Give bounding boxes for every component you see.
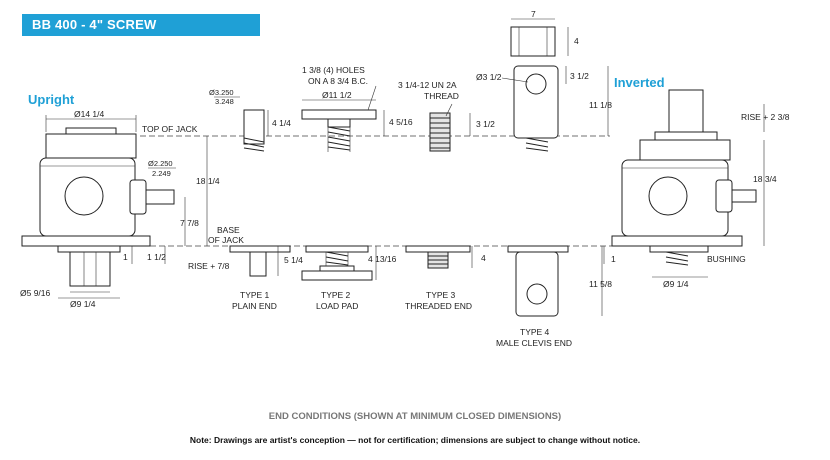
dim-thread-2: THREAD <box>424 91 459 101</box>
disclaimer-note: Note: Drawings are artist's conception —… <box>189 435 641 445</box>
type3-title: TYPE 3 <box>426 290 456 300</box>
type1-plain-end-bottom <box>229 245 291 277</box>
upright-input-shaft <box>145 189 175 205</box>
dim-d2-250: Ø2.250 <box>148 159 173 168</box>
dim-11-1-8: 11 1/8 <box>589 100 612 110</box>
type3-bottom-flange <box>405 245 471 253</box>
dim-w7: 7 <box>531 9 536 19</box>
dim-18-3-4: 18 3/4 <box>753 174 777 184</box>
dim-7-7-8: 7 7/8 <box>180 218 199 228</box>
base-of-jack-label-2: OF JACK <box>208 235 244 245</box>
dim-holes-1: 1 3/8 (4) HOLES <box>302 65 365 75</box>
dim-4-type3: 4 <box>481 253 486 263</box>
type2-load-pad-bottom <box>301 245 373 281</box>
type3-threaded-end-bottom <box>405 245 471 269</box>
type4-top-block <box>510 26 556 57</box>
inverted-label: Inverted <box>614 75 665 90</box>
dim-5-1-4: 5 1/4 <box>284 255 303 265</box>
dim-d9-1-4-left: Ø9 1/4 <box>70 299 96 309</box>
dim-3-1-2-thread: 3 1/2 <box>476 119 495 129</box>
dim-thread-1: 3 1/4-12 UN 2A <box>398 80 457 90</box>
dim-4-clevis: 4 <box>574 36 579 46</box>
inverted-cap <box>639 139 731 161</box>
type4-clevis-bottom <box>507 245 569 317</box>
dim-1-left: 1 <box>123 252 128 262</box>
dim-1-right: 1 <box>611 254 616 264</box>
bushing-label: BUSHING <box>707 254 746 264</box>
type2-bottom-flange <box>305 245 369 253</box>
type3-subtitle: THREADED END <box>405 301 472 311</box>
upright-jack <box>21 127 175 287</box>
type1-plain-end-top <box>243 109 265 152</box>
dim-1-1-2: 1 1/2 <box>147 252 166 262</box>
type3-top-thread <box>429 112 451 152</box>
type2-bottom-pad <box>301 270 373 281</box>
upright-cap <box>45 133 137 159</box>
page-title-banner: BB 400 - 4" SCREW <box>22 14 260 36</box>
type4-subtitle: MALE CLEVIS END <box>496 338 572 348</box>
type2-subtitle: LOAD PAD <box>316 301 358 311</box>
type4-top-clevis <box>513 65 559 139</box>
inverted-screw-top <box>668 89 704 133</box>
inverted-jack <box>611 89 757 266</box>
top-of-jack-label: TOP OF JACK <box>142 124 198 134</box>
type1-bottom-shaft <box>249 251 267 277</box>
inverted-input-shaft <box>731 189 757 203</box>
upright-gear-circle <box>64 176 104 216</box>
upright-worm-boss <box>129 179 147 215</box>
type2-top-pad <box>301 109 377 120</box>
type4-bottom-pin-hole <box>526 283 548 305</box>
dim-4-1-4: 4 1/4 <box>272 118 291 128</box>
dim-4-13-16: 4 13/16 <box>368 254 397 264</box>
type1-top-shaft <box>243 109 265 145</box>
dim-18-1-4: 18 1/4 <box>196 176 220 186</box>
dim-d3-1-2: Ø3 1/2 <box>476 72 502 82</box>
dim-d3-248: 3.248 <box>215 97 234 106</box>
end-conditions-caption: END CONDITIONS (SHOWN AT MINIMUM CLOSED … <box>268 411 562 422</box>
inverted-bushing <box>649 245 709 253</box>
upright-base-plate <box>21 235 151 247</box>
upright-top-collar <box>65 127 117 135</box>
type4-title: TYPE 4 <box>520 327 550 337</box>
type1-subtitle: PLAIN END <box>232 301 277 311</box>
type1-title: TYPE 1 <box>240 290 270 300</box>
type2-top-neck <box>327 118 351 128</box>
inverted-worm-boss <box>715 179 733 213</box>
type1-bottom-flange <box>229 245 291 253</box>
dim-d14-1-4: Ø14 1/4 <box>74 109 105 119</box>
dim-d5-9-16: Ø5 9/16 <box>20 288 51 298</box>
upright-label: Upright <box>28 92 75 107</box>
type2-title: TYPE 2 <box>321 290 351 300</box>
type3-threaded-end-top <box>429 112 451 152</box>
dim-holes-2: ON A 8 3/4 B.C. <box>308 76 368 86</box>
inverted-top-flange <box>654 131 718 141</box>
upright-bottom-flange <box>57 245 121 253</box>
dim-d9-1-4-right: Ø9 1/4 <box>663 279 689 289</box>
dim-d3-250: Ø3.250 <box>209 88 234 97</box>
type2-load-pad-top <box>301 109 377 152</box>
type4-top-pin-hole <box>525 73 547 95</box>
type4-clevis-top <box>510 26 559 152</box>
dim-rise-2-3-8: RISE + 2 3/8 <box>741 112 790 122</box>
inverted-base-plate <box>611 235 743 247</box>
dim-4-5-16: 4 5/16 <box>389 117 413 127</box>
inverted-gear-circle <box>648 176 688 216</box>
type2-bottom-neck <box>319 265 355 272</box>
dim-d11-1-2: Ø11 1/2 <box>322 90 352 100</box>
dim-3-1-2-clevis: 3 1/2 <box>570 71 589 81</box>
dim-d2-249: 2.249 <box>152 169 171 178</box>
base-of-jack-label-1: BASE <box>217 225 240 235</box>
upright-screw-tube <box>69 251 111 287</box>
type4-bottom-flange <box>507 245 569 253</box>
dim-11-5-8: 11 5/8 <box>589 279 612 289</box>
dim-rise-7-8: RISE + 7/8 <box>188 261 230 271</box>
